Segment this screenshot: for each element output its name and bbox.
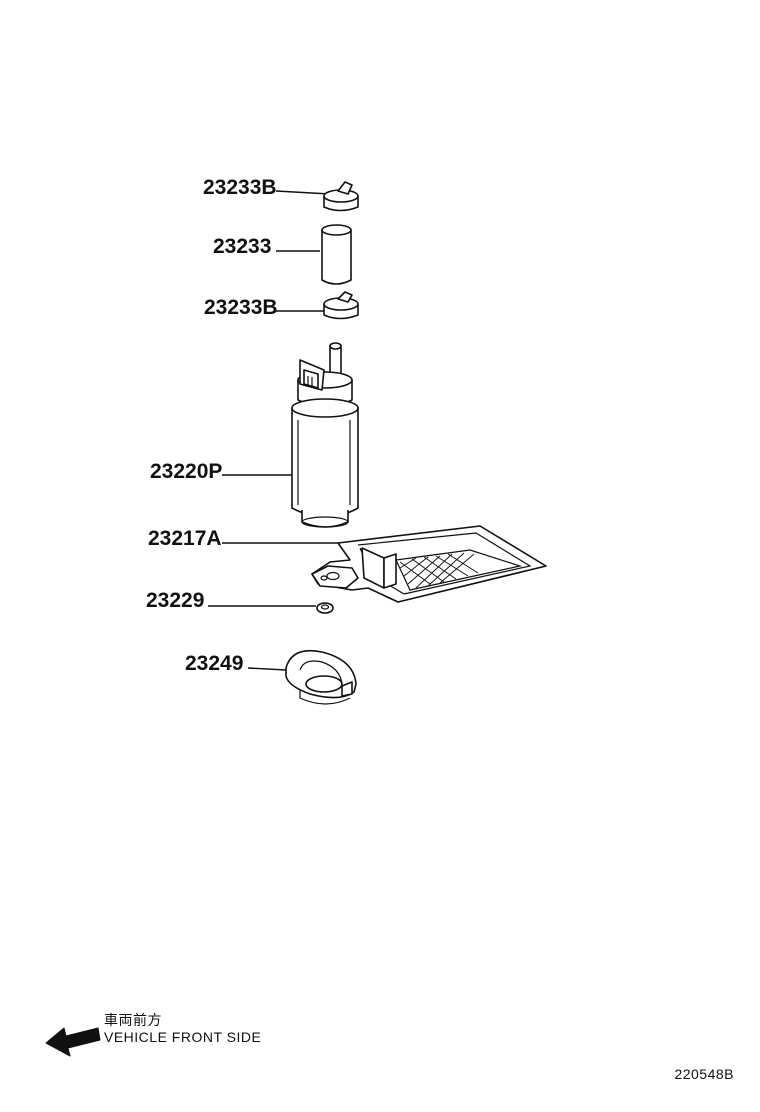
fuel-pump <box>291 342 359 528</box>
part-label-23217a: 23217A <box>148 527 222 550</box>
diagram-code: 220548B <box>674 1066 734 1082</box>
filter-mesh <box>399 552 479 589</box>
hose-clamp-top <box>323 181 359 212</box>
leader-line <box>247 667 287 671</box>
part-label-23233b-bottom: 23233B <box>204 296 278 319</box>
part-label-23233b-top: 23233B <box>203 176 277 199</box>
part-label-23229: 23229 <box>146 589 204 612</box>
legend-vehicle-front-jp: 車両前方 <box>104 1012 162 1028</box>
fuel-hose <box>321 224 352 285</box>
part-label-23220p: 23220P <box>150 460 222 483</box>
clip-washer <box>316 602 334 614</box>
arrow-left-icon <box>45 1027 101 1057</box>
leader-line <box>275 190 331 195</box>
fuel-suction-filter <box>311 525 547 603</box>
hose-clamp-bottom <box>323 291 359 320</box>
legend-vehicle-front-en: VEHICLE FRONT SIDE <box>104 1029 262 1045</box>
part-label-23249: 23249 <box>185 652 243 675</box>
pump-cushion <box>285 649 357 705</box>
part-label-23233: 23233 <box>213 235 271 258</box>
